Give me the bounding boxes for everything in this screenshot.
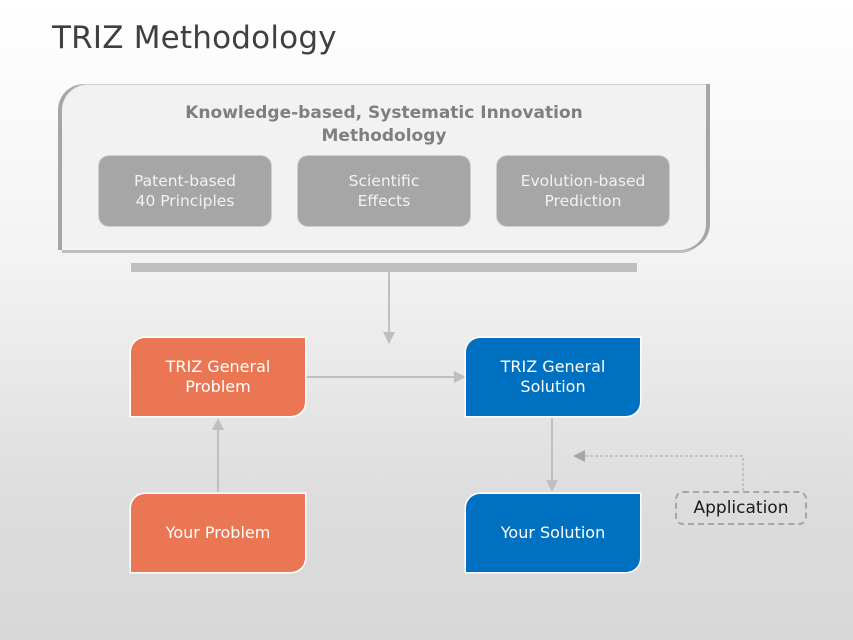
your-problem-label: Your Problem (165, 523, 271, 542)
left-arrow-icon (573, 450, 585, 462)
your-solution-box: Your Solution (466, 494, 640, 572)
scientific-effects-box: Scientific Effects (298, 156, 470, 226)
knowledge-methodology-panel: Knowledge-based, Systematic Innovation M… (62, 84, 706, 250)
slide-title: TRIZ Methodology (52, 20, 337, 56)
triz-general-solution-label: TRIZ General Solution (500, 357, 606, 396)
scientific-effects-label: Scientific Effects (348, 172, 420, 210)
evolution-prediction-box: Evolution-based Prediction (497, 156, 669, 226)
panel-title: Knowledge-based, Systematic Innovation M… (62, 102, 706, 148)
down-arrow-icon-2 (546, 480, 558, 492)
triz-general-problem-box: TRIZ General Problem (131, 338, 305, 416)
right-arrow-icon (454, 371, 466, 383)
patent-principles-box: Patent-based 40 Principles (99, 156, 271, 226)
panel-base-bar (131, 263, 637, 272)
application-box: Application (675, 491, 807, 525)
application-connector (585, 455, 744, 491)
patent-principles-label: Patent-based 40 Principles (133, 172, 237, 210)
panel-title-line-1: Knowledge-based, Systematic Innovation (185, 103, 583, 123)
your-problem-box: Your Problem (131, 494, 305, 572)
down-arrow-icon (383, 332, 395, 344)
panel-title-line-2: Methodology (321, 126, 447, 146)
triz-general-solution-box: TRIZ General Solution (466, 338, 640, 416)
up-arrow-icon (212, 418, 224, 430)
your-solution-label: Your Solution (500, 523, 606, 542)
triz-general-problem-label: TRIZ General Problem (165, 357, 271, 396)
evolution-prediction-label: Evolution-based Prediction (520, 172, 646, 210)
application-label: Application (693, 498, 789, 518)
